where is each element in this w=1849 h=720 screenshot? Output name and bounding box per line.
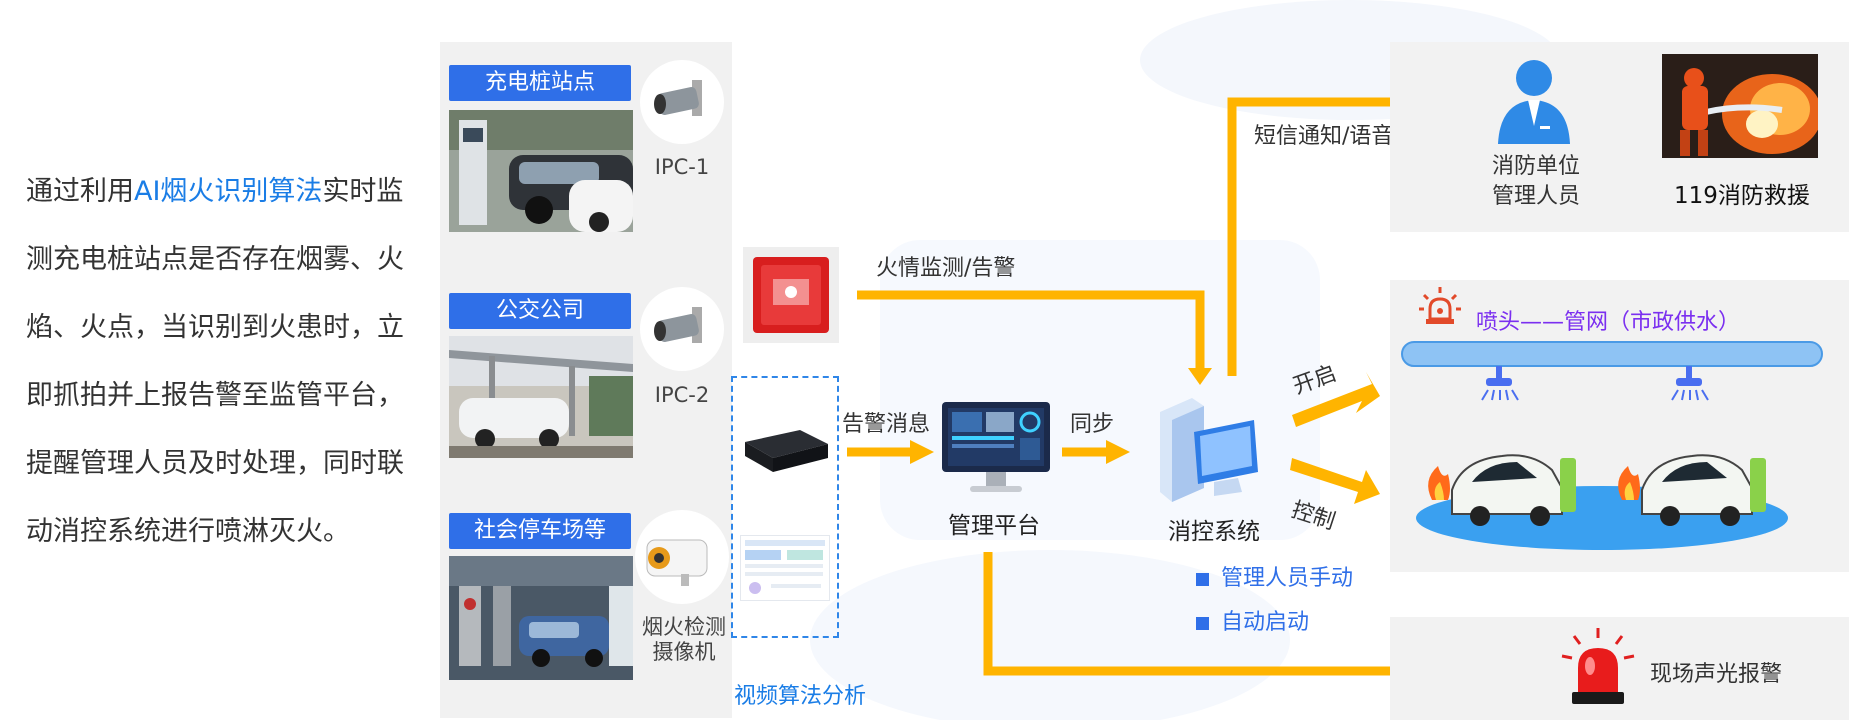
arrowhead-alarm-msg [910, 440, 934, 464]
manual-start-item: 管理人员手动 [1196, 560, 1353, 592]
arrow-fire-monitor [857, 290, 1205, 370]
siren-icon [1560, 626, 1636, 706]
video-analysis-label: 视频算法分析 [734, 684, 867, 709]
alarm-light-icon [1418, 285, 1462, 329]
water-pipe [1400, 338, 1826, 438]
arrowhead-fire-monitor [1188, 368, 1212, 385]
burning-ev-cars [1412, 430, 1792, 552]
sprinkler-head-icon [1481, 366, 1519, 401]
sync-label: 同步 [1070, 412, 1115, 437]
fire-detect-camera-label: 烟火检测 摄像机 [642, 615, 726, 664]
ipc1-camera [640, 60, 724, 144]
site-label-charging: 充电桩站点 [449, 65, 631, 101]
site-label-parking: 社会停车场等 [449, 513, 631, 549]
fire-detect-camera [635, 510, 729, 604]
intro-text: 通过利用AI烟火识别算法实时监测充电桩站点是否存在烟雾、火焰、火点，当识别到火患… [26, 176, 404, 547]
auto-start-item: 自动启动 [1196, 604, 1309, 636]
firefighter-photo [1662, 54, 1822, 158]
platform-label: 管理平台 [948, 513, 1040, 539]
fire-control-label: 消控系统 [1168, 519, 1260, 545]
alarm-msg-label: 告警消息 [842, 412, 931, 437]
sprinkler-head-icon [1671, 366, 1709, 401]
car-1 [1428, 454, 1576, 526]
ipc2-camera [640, 287, 724, 371]
bullet-icon [1196, 616, 1209, 630]
car-2 [1618, 454, 1766, 526]
analysis-ui-thumbnail [740, 535, 830, 601]
arrow-control [1290, 458, 1380, 504]
site-label-bus: 公交公司 [449, 293, 631, 329]
fire-unit-label: 消防单位 管理人员 [1491, 154, 1580, 209]
fire-monitor-label: 火情监测/告警 [876, 256, 1016, 281]
rescue-label: 119消防救援 [1674, 183, 1810, 209]
fire-control-computer-icon [1154, 392, 1264, 504]
platform-monitor-icon [940, 400, 1052, 496]
site-photo-parking [449, 556, 633, 680]
edge-box-device [740, 420, 830, 480]
sprinkler-network-label: 喷头——管网（市政供水） [1476, 310, 1741, 335]
intro-highlight: AI烟火识别算法 [134, 176, 323, 207]
site-photo-bus [449, 336, 633, 458]
arrowhead-sync [1106, 440, 1130, 464]
arrow-siren [983, 552, 1488, 676]
video-analysis-box [731, 376, 839, 638]
bullet-icon [1196, 572, 1209, 586]
arrow-open [1292, 372, 1380, 427]
ipc1-label: IPC-1 [654, 155, 710, 179]
site-photo-charging [449, 110, 633, 232]
fire-unit-person-icon [1494, 56, 1574, 146]
manual-alarm-button [743, 247, 839, 343]
siren-label: 现场声光报警 [1650, 662, 1783, 687]
arrow-sms [1227, 97, 1452, 376]
ipc2-label: IPC-2 [654, 383, 710, 407]
